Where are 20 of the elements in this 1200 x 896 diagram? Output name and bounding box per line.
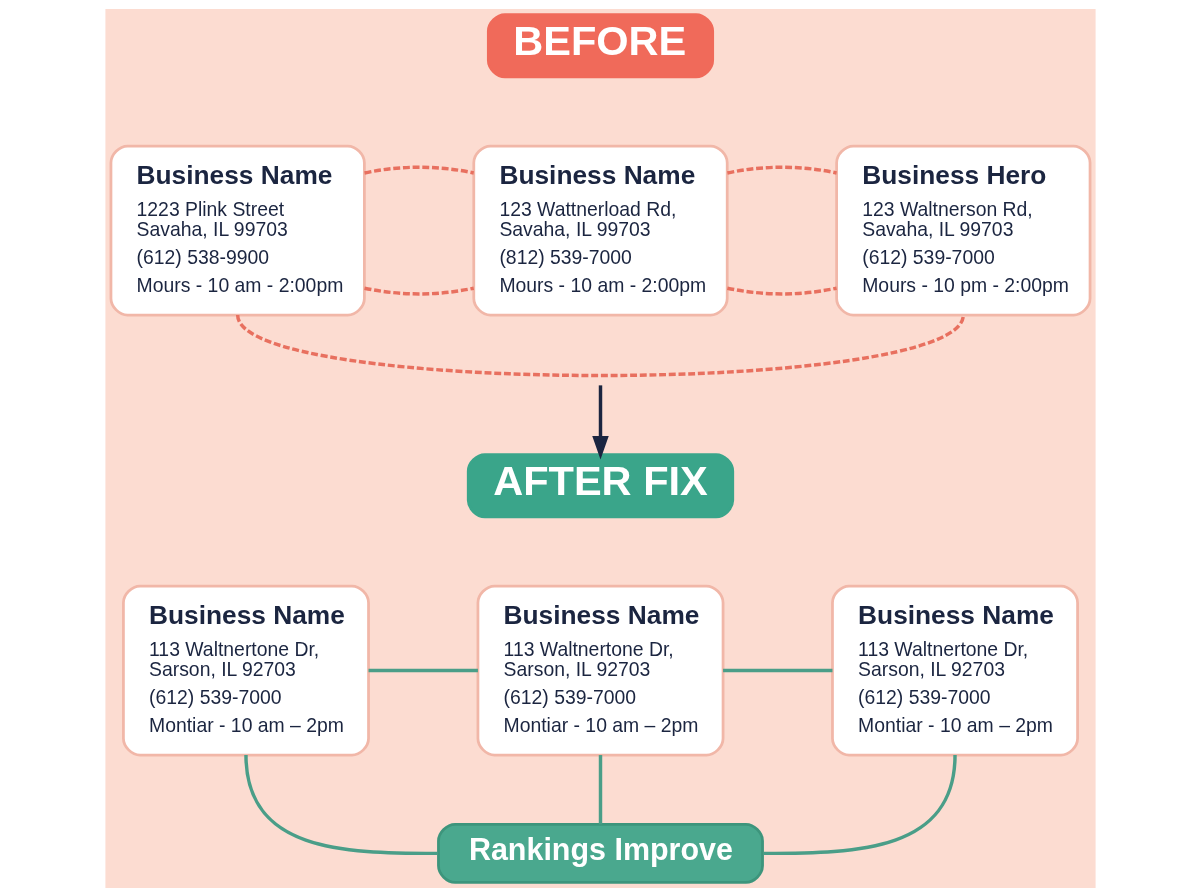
node-box: Business Name 1223 Plink Street Savaha, IL 99703 (612) 538-9900 Mours - 10 am - 2:00pm (109, 144, 366, 316)
node-box: Rankings Improve (436, 822, 764, 884)
connector (243, 754, 437, 855)
connector (363, 286, 474, 296)
connector (235, 313, 965, 377)
connector (726, 286, 837, 296)
node-box: AFTER FIX (466, 452, 734, 518)
connector (722, 668, 832, 672)
node-box: Business Name 113 Waltnertone Dr, Sarson, IL 92703 (612) 539-7000 Montiar - 10 am – 2pm (121, 584, 370, 756)
arrow (591, 384, 609, 460)
connector (726, 165, 837, 175)
node-box: Business Name 113 Waltnertone Dr, Sarson, IL 92703 (612) 539-7000 Montiar - 10 am – 2pm (830, 584, 1079, 756)
node-box: Business Hero 123 Waltnerson Rd, Savaha, IL 99703 (612) 539-7000 Mours - 10 pm - 2:00pm (834, 144, 1091, 316)
connector (763, 754, 957, 855)
connector (363, 165, 474, 175)
node-box: Business Name 113 Waltnertone Dr, Sarson, IL 92703 (612) 539-7000 Montiar - 10 am – 2pm (476, 584, 724, 756)
connector (598, 754, 602, 824)
connector (368, 668, 478, 672)
node-box: Business Name 123 Wattnerload Rd, Savaha, IL 99703 (812) 539-7000 Mours - 10 am - 2:00pm (471, 144, 729, 316)
node-box: BEFORE (486, 12, 714, 78)
